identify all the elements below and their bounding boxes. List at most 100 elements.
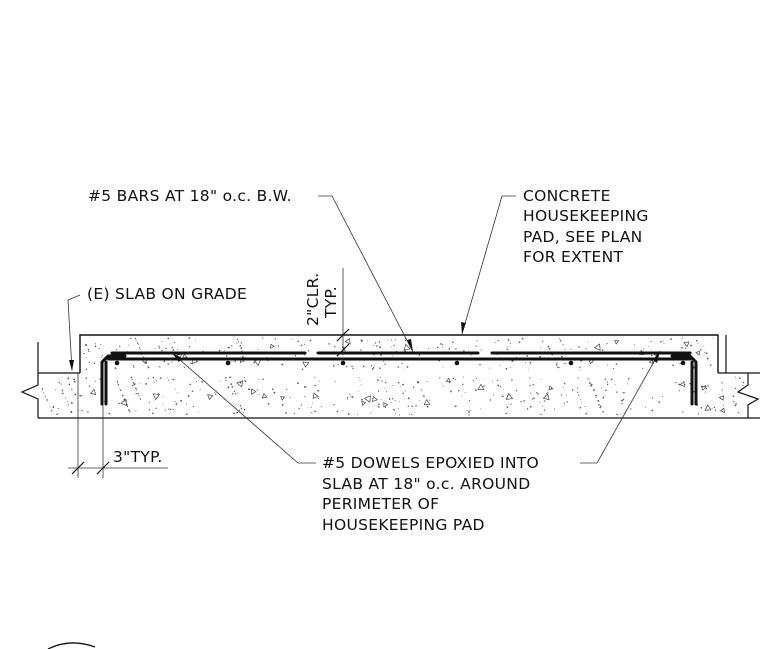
aggregate-speck [579,366,581,368]
aggregate-speck [50,409,53,412]
aggregate-speck [600,405,602,408]
aggregate-speck [88,361,90,363]
aggregate-speck [658,401,660,403]
aggregate-speck [479,408,481,410]
aggregate-speck [436,346,439,349]
aggregate-speck [570,348,572,350]
aggregate-speck [262,337,264,339]
aggregate-speck [233,412,235,414]
aggregate-speck [645,407,646,409]
aggregate-speck [542,340,544,342]
bar-dot [114,360,120,366]
aggregate-speck [162,403,164,405]
aggregate-speck [525,362,526,363]
aggregate-speck [241,350,243,352]
aggregate-speck [393,344,395,347]
aggregate-speck [580,399,582,400]
aggregate-speck [148,401,150,403]
aggregate-speck [336,410,339,413]
aggregate-stone [312,392,320,399]
aggregate-speck [480,349,482,351]
aggregate-speck [566,394,568,396]
aggregate-stone [445,377,451,383]
aggregate-speck [454,405,456,407]
aggregate-speck [177,392,179,394]
aggregate-speck [704,385,707,387]
aggregate-stone [695,350,701,356]
dowel-label-line3: PERIMETER OF [322,495,439,513]
bars-leader [318,195,414,353]
aggregate-speck [654,354,656,356]
aggregate-speck [346,365,348,368]
aggregate-speck [57,408,59,410]
aggregate-speck [510,403,512,405]
aggregate-speck [707,385,709,387]
annotations: #5 BARS AT 18" o.c. B.W. CONCRETE HOUSEK… [87,187,648,534]
aggregate-speck [612,367,615,370]
aggregate-speck [452,377,454,380]
aggregate-speck [529,377,531,379]
aggregate-speck [360,339,363,342]
aggregate-speck [230,361,232,363]
aggregate-speck [384,406,387,408]
aggregate-speck [117,384,120,386]
aggregate-speck [384,381,387,384]
aggregate-speck [559,340,561,342]
aggregate-speck [218,349,221,352]
aggregate-speck [548,347,551,350]
aggregate-speck [735,403,737,405]
aggregate-speck [475,378,477,380]
aggregate-speck [314,384,316,387]
aggregate-speck [257,348,259,350]
aggregate-speck [191,390,194,393]
aggregate-speck [670,338,672,340]
aggregate-speck [358,377,360,379]
aggregate-stone [423,399,431,406]
aggregate-speck [334,346,336,348]
aggregate-speck [520,400,522,403]
aggregate-speck [651,409,653,412]
aggregate-speck [95,380,96,382]
aggregate-speck [286,388,288,390]
aggregate-speck [505,367,508,370]
aggregate-speck [100,344,102,346]
aggregate-speck [138,394,140,396]
aggregate-speck [529,405,532,408]
aggregate-speck [551,354,553,356]
aggregate-speck [442,344,444,346]
aggregate-speck [231,345,233,347]
aggregate-speck [499,385,502,387]
aggregate-speck [643,348,645,350]
aggregate-speck [587,341,589,343]
concrete-texture [41,337,745,416]
aggregate-speck [556,362,558,364]
aggregate-speck [577,391,579,393]
aggregate-speck [180,399,183,402]
aggregate-speck [130,337,132,339]
aggregate-speck [492,394,494,396]
aggregate-speck [511,379,513,381]
aggregate-speck [651,355,653,357]
aggregate-speck [662,396,664,397]
aggregate-speck [561,355,563,358]
aggregate-speck [711,407,713,409]
aggregate-speck [455,348,457,350]
aggregate-speck [346,397,349,399]
aggregate-speck [606,343,608,345]
aggregate-speck [733,401,735,403]
right-dowel [670,354,698,406]
aggregate-speck [304,386,306,388]
aggregate-speck [681,337,684,339]
aggregate-speck [406,366,409,368]
aggregate-speck [314,376,315,378]
aggregate-stone [254,359,262,366]
aggregate-speck [540,347,542,349]
aggregate-speck [57,413,59,415]
aggregate-speck [468,414,470,416]
aggregate-speck [262,378,264,380]
aggregate-speck [236,342,238,344]
aggregate-speck [541,405,543,407]
aggregate-speck [117,382,119,384]
aggregate-speck [274,338,277,340]
dowel-leader-right [580,350,661,464]
